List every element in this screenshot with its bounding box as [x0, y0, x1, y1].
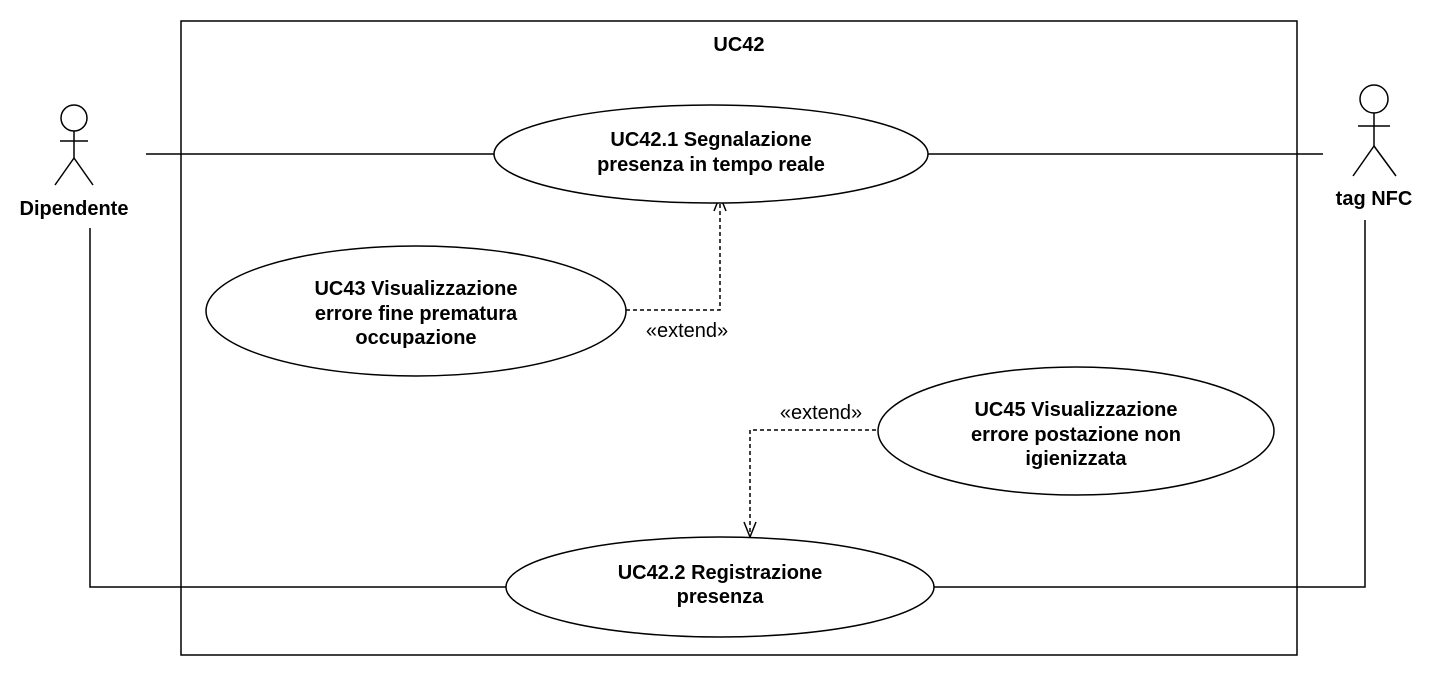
use-case-uc43[interactable]: UC43 Visualizzazione errore fine prematu…: [205, 245, 627, 377]
use-case-label-line-2: presenza: [677, 586, 765, 608]
use-case-ellipse: [877, 366, 1275, 496]
extend-label-uc45: «extend»: [780, 402, 862, 424]
use-case-label-line-1: UC42.2 Registrazione: [618, 562, 823, 584]
use-case-label-line-1: UC43 Visualizzazione: [314, 278, 517, 300]
use-case-label-line-2: errore fine prematura: [315, 303, 518, 325]
stick-figure-icon: [54, 104, 94, 186]
stick-figure-icon: [1352, 84, 1397, 177]
use-case-ellipse: [505, 536, 935, 638]
association-dipendente-uc42-2: [89, 228, 507, 588]
extend-label-uc43: «extend»: [646, 320, 728, 342]
use-case-label-line-2: errore postazione non: [971, 424, 1181, 446]
extend-arrow-uc45: [749, 429, 876, 535]
use-case-uc42-2[interactable]: UC42.2 Registrazione presenza: [505, 536, 935, 638]
use-case-label-line-1: UC42.1 Segnalazione: [610, 129, 811, 151]
use-case-label-line-2: presenza in tempo reale: [597, 154, 825, 176]
extend-arrow-uc43: [626, 198, 721, 311]
system-title: UC42: [713, 34, 764, 56]
actor-dipendente[interactable]: Dipendente: [20, 104, 129, 220]
use-case-label-line-1: UC45 Visualizzazione: [974, 399, 1177, 421]
actor-label: Dipendente: [20, 198, 129, 220]
use-case-ellipse: [493, 104, 929, 204]
actor-tag-nfc[interactable]: tag NFC: [1336, 84, 1413, 210]
use-case-uc45[interactable]: UC45 Visualizzazione errore postazione n…: [877, 366, 1275, 496]
system-boundary: [180, 20, 1298, 656]
actor-label: tag NFC: [1336, 188, 1413, 210]
use-case-uc42-1[interactable]: UC42.1 Segnalazione presenza in tempo re…: [493, 104, 929, 204]
use-case-label-line-3: occupazione: [355, 327, 476, 349]
association-uc42-2-tag-nfc: [933, 220, 1366, 588]
use-case-ellipse: [205, 245, 627, 377]
use-case-label-line-3: igienizzata: [1025, 448, 1127, 470]
